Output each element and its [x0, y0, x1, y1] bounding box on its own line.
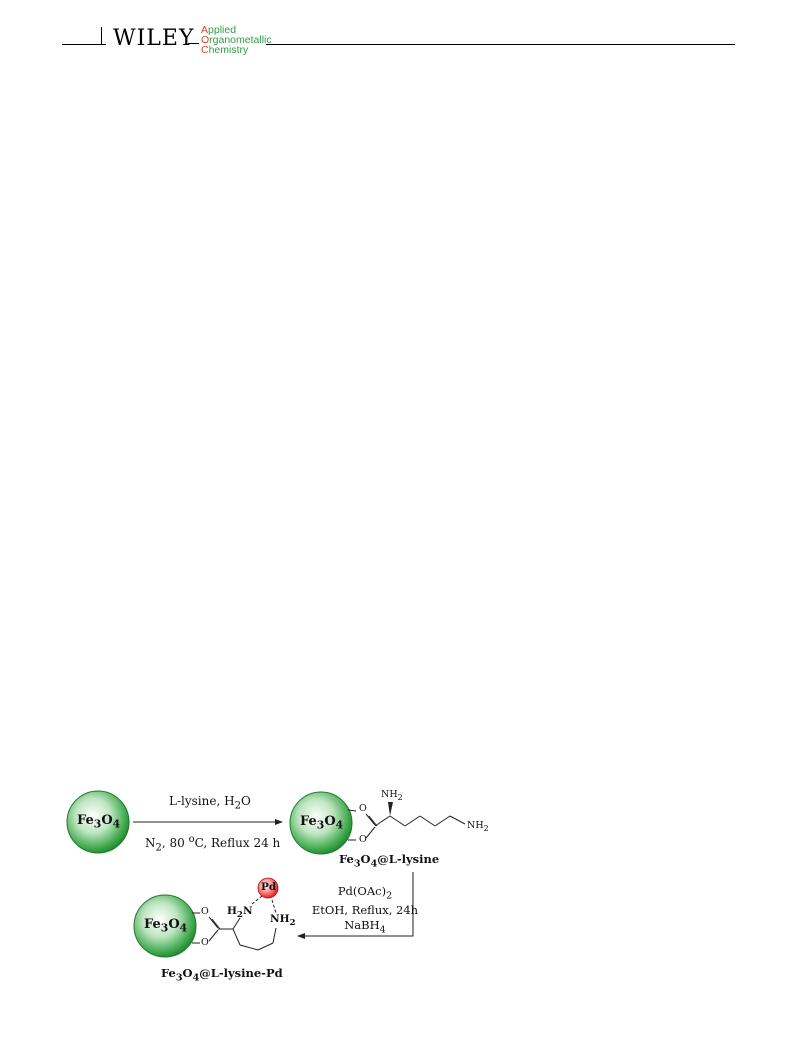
lysine-skeleton-1 [347, 809, 466, 841]
header-rule-right [266, 44, 735, 45]
step-2-conditions: Pd(OAc)2 EtOH, Reflux, 24h NaBH4 [305, 884, 425, 938]
atom-epsilon-nh2: NH2 [467, 820, 489, 833]
atom-nh2-coord: NH2 [270, 913, 296, 929]
scheme-graphics [66, 790, 466, 958]
journal-header: WILEY Applied Organometallic Chemistry [0, 0, 793, 70]
bead-3-label: Fe3O4 [144, 917, 188, 935]
lysine-skeleton-2 [192, 912, 277, 951]
journal-line-3-initial: C [201, 44, 209, 56]
step-1-conditions: N2, 80 oC, Reflux 24 h [145, 834, 281, 854]
atom-o-upper-1: O [359, 803, 367, 814]
bead-1-label: Fe3O4 [77, 813, 121, 831]
pd-label: Pd [261, 881, 277, 893]
atom-o-lower-2: O [201, 937, 209, 948]
journal-line-1-initial: A [201, 24, 209, 36]
stereo-wedge [388, 802, 393, 816]
reaction-arrow-2 [297, 872, 414, 939]
journal-logo: Applied Organometallic Chemistry [201, 24, 272, 56]
pd-coordination-bonds [251, 895, 277, 914]
reaction-scheme: Fe3O4 L-lysine, H2O N2, 80 oC, Reflux 24… [0, 760, 793, 1000]
product-2-caption: Fe3O4@L-lysine-Pd [161, 966, 283, 984]
journal-line-2: Organometallic [201, 34, 272, 46]
header-dash [188, 43, 199, 44]
atom-h2n: H2N [227, 905, 253, 921]
step-2-line-2: EtOH, Reflux, 24h [311, 903, 419, 918]
atom-o-lower-1: O [359, 834, 367, 845]
step-2-line-3: NaBH4 [344, 918, 386, 936]
header-tick [101, 27, 102, 44]
journal-line-1-rest: pplied [208, 24, 237, 36]
fe3o4-bead-1 [66, 790, 130, 854]
journal-line-3: Chemistry [201, 44, 272, 56]
pd-atom [257, 877, 279, 899]
fe3o4-bead-2 [289, 791, 353, 855]
publisher-logo: WILEY [113, 26, 195, 51]
atom-o-upper-2: O [201, 906, 209, 917]
header-rule-left [62, 44, 106, 45]
fe3o4-bead-3 [133, 894, 197, 958]
journal-line-1: Applied [201, 24, 272, 36]
step-2-line-1: Pd(OAc)2 [337, 884, 393, 902]
journal-line-2-initial: O [201, 34, 210, 46]
atom-alpha-nh2: NH2 [381, 789, 403, 802]
step-1-reagents: L-lysine, H2O [169, 794, 251, 812]
journal-line-3-rest: hemistry [208, 44, 249, 56]
journal-line-2-rest: rganometallic [209, 34, 272, 46]
bead-2-label: Fe3O4 [300, 814, 344, 832]
product-1-caption: Fe3O4@L-lysine [339, 852, 440, 870]
